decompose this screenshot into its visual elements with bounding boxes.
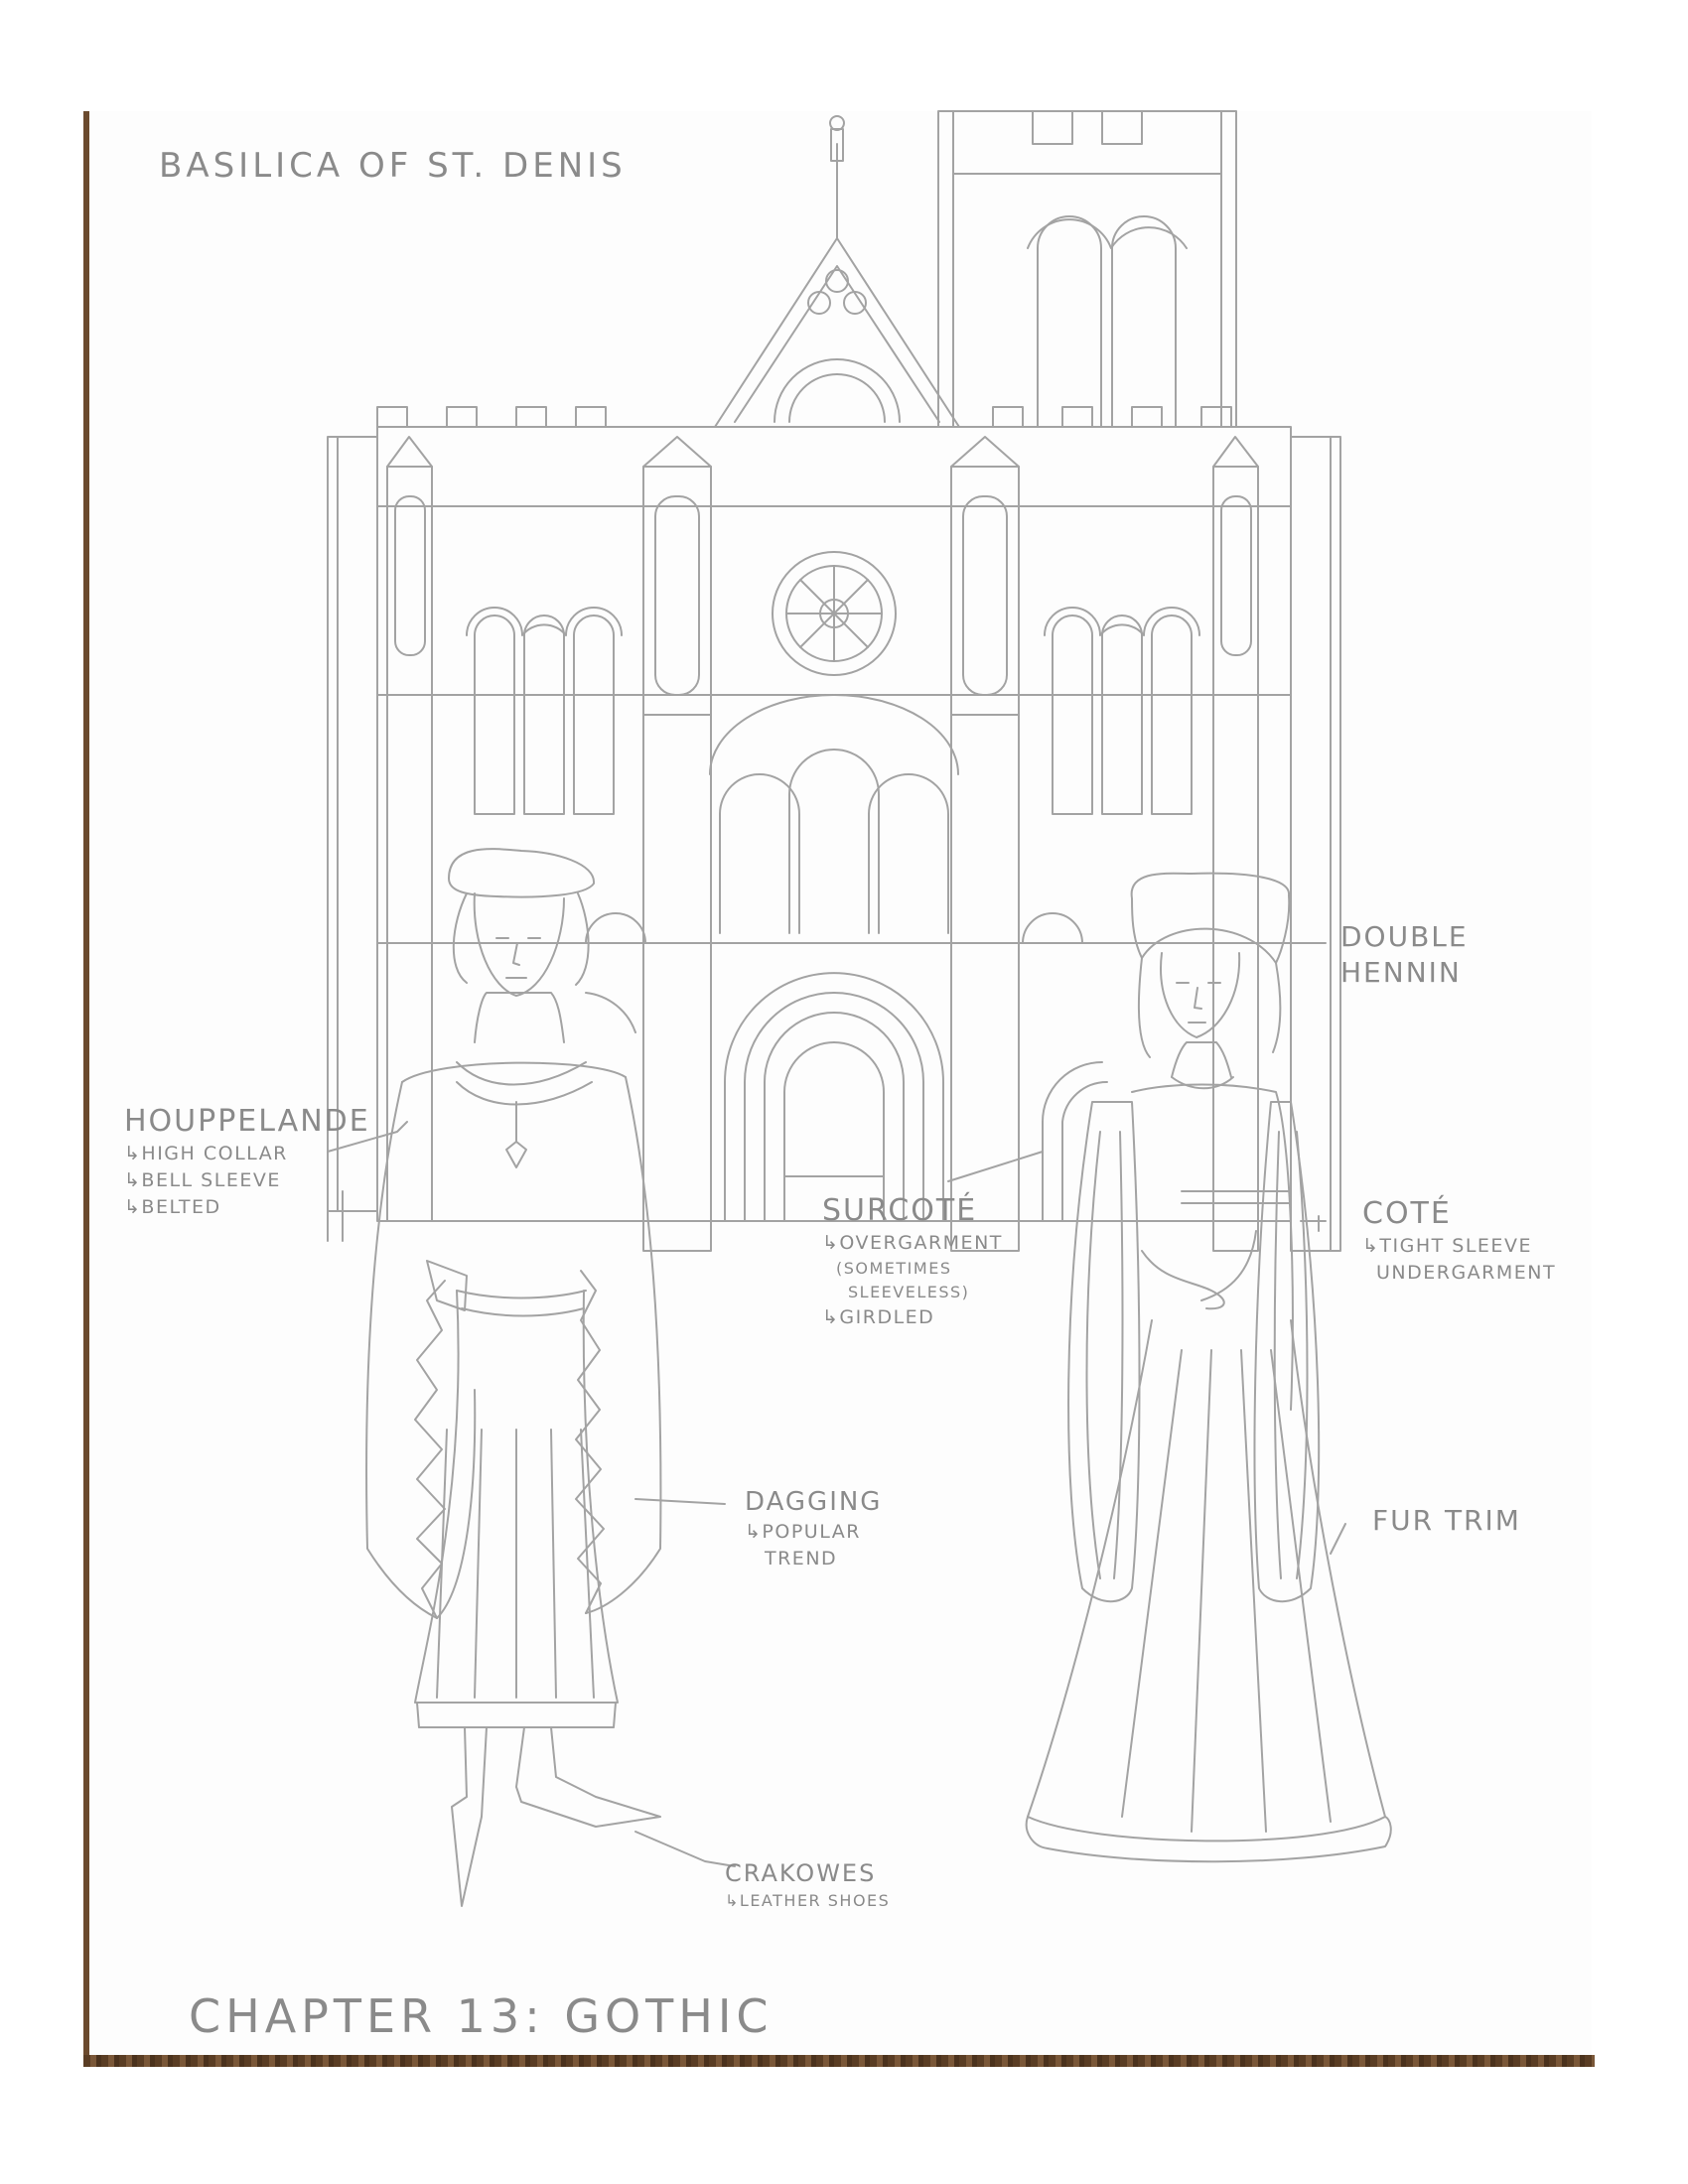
chapter-title: CHAPTER 13: GOTHIC (189, 1989, 774, 2043)
label-cote-note-1: ↳TIGHT SLEEVE (1362, 1235, 1532, 1257)
label-surcote-note-2: (SOMETIMES (836, 1259, 952, 1278)
label-surcote-note-1: ↳OVERGARMENT (822, 1232, 1003, 1254)
basilica-facade (327, 110, 1341, 1252)
label-cote-note-2: UNDERGARMENT (1376, 1262, 1557, 1284)
label-double-hennin: DOUBLE HENNIN (1340, 923, 1469, 987)
label-dagging: DAGGING ↳POPULAR TREND (745, 1489, 882, 1569)
label-dagging-note-1: ↳POPULAR (745, 1521, 861, 1543)
label-dagging-note-2: TREND (765, 1548, 838, 1570)
label-crakowes-note-1: ↳LEATHER SHOES (725, 1891, 891, 1910)
label-houppelande: HOUPPELANDE ↳HIGH COLLAR ↳BELL SLEEVE ↳B… (124, 1107, 370, 1217)
male-figure (365, 848, 662, 1907)
wood-edge-bottom (83, 2055, 1595, 2067)
label-houppelande-note-3: ↳BELTED (124, 1196, 221, 1218)
label-double-hennin-line-2: HENNIN (1340, 956, 1462, 989)
label-double-hennin-line-1: DOUBLE (1340, 920, 1469, 953)
label-cote-name: COTÉ (1362, 1196, 1452, 1231)
label-houppelande-name: HOUPPELANDE (124, 1104, 370, 1139)
label-surcote-note-4: ↳GIRDLED (822, 1306, 935, 1328)
leader-lines (327, 932, 1346, 1867)
label-fur-trim-name: FUR TRIM (1372, 1504, 1521, 1537)
page-title: BASILICA OF ST. DENIS (159, 146, 627, 186)
label-crakowes: CRAKOWES ↳LEATHER SHOES (725, 1861, 890, 1909)
label-surcote-note-3: SLEEVELESS) (848, 1283, 970, 1301)
label-surcote: SURCOTÉ ↳OVERGARMENT (SOMETIMES SLEEVELE… (822, 1196, 1003, 1327)
label-fur-trim: FUR TRIM (1372, 1507, 1521, 1535)
wood-edge-left (83, 111, 89, 2067)
label-cote: COTÉ ↳TIGHT SLEEVE UNDERGARMENT (1362, 1199, 1556, 1283)
label-houppelande-note-1: ↳HIGH COLLAR (124, 1143, 288, 1164)
female-figure (1025, 872, 1392, 1863)
label-houppelande-note-2: ↳BELL SLEEVE (124, 1169, 281, 1191)
label-surcote-name: SURCOTÉ (822, 1193, 978, 1228)
label-crakowes-name: CRAKOWES (725, 1859, 877, 1887)
label-dagging-name: DAGGING (745, 1487, 883, 1517)
